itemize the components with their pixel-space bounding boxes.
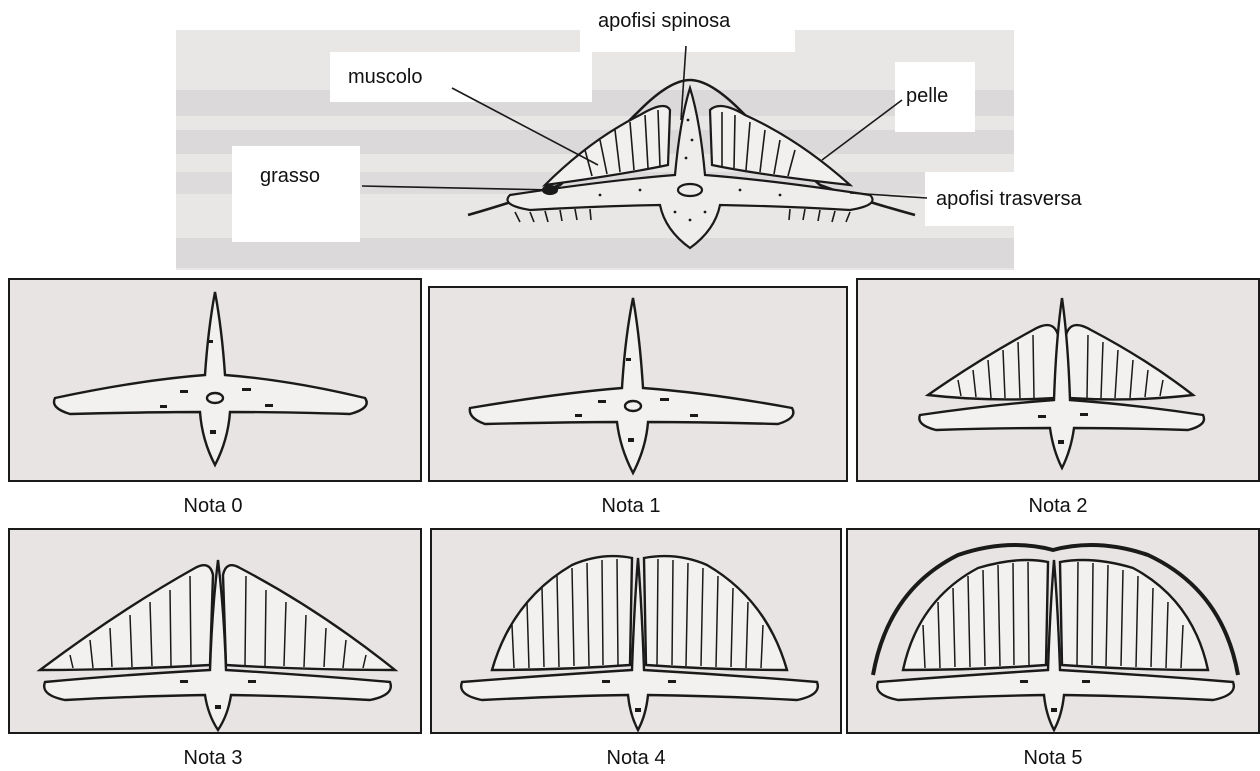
label-grasso: grasso [260,166,320,186]
leader-pelle [822,100,902,160]
leader-apofisi-trasversa [850,193,927,198]
caption-nota-1: Nota 1 [531,496,731,516]
vertebra-2 [858,280,1260,482]
leader-grasso [362,186,555,190]
label-apofisi-spinosa: apofisi spinosa [598,11,730,31]
vertebra-5 [848,530,1260,734]
label-pelle: pelle [906,86,948,106]
leader-muscolo [452,88,598,165]
vertebra-3 [10,530,422,734]
label-muscolo: muscolo [348,67,422,87]
leader-apofisi-spinosa [681,46,686,120]
panel-nota-4 [430,528,842,734]
vertebra-thin-1 [430,288,848,482]
caption-nota-0: Nota 0 [113,496,313,516]
vertebra-thin-0 [10,280,422,482]
panel-nota-1 [428,286,848,482]
label-apofisi-trasversa: apofisi trasversa [936,189,1082,209]
panel-nota-2 [856,278,1260,482]
caption-nota-5: Nota 5 [953,748,1153,768]
panel-nota-5 [846,528,1260,734]
caption-nota-2: Nota 2 [958,496,1158,516]
caption-nota-4: Nota 4 [536,748,736,768]
vertebra-4 [432,530,842,734]
panel-nota-0 [8,278,422,482]
caption-nota-3: Nota 3 [113,748,313,768]
panel-nota-3 [8,528,422,734]
